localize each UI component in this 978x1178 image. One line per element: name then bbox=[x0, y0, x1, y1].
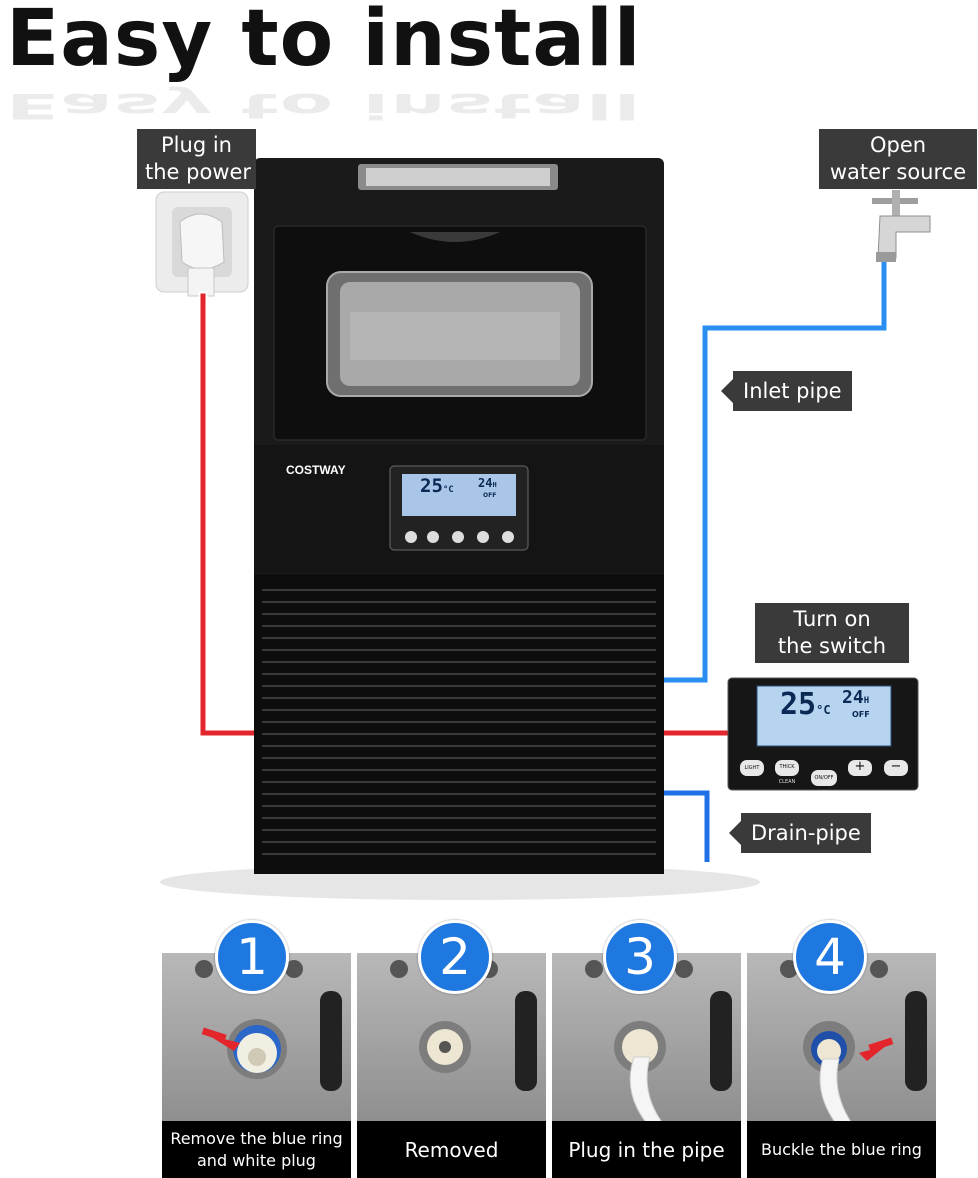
page-title: Easy to install bbox=[6, 0, 642, 84]
zoom-timer-unit: H bbox=[863, 696, 870, 706]
callout-water-source-line1: Open bbox=[869, 133, 927, 157]
callout-turn-on-switch-line1: Turn on bbox=[793, 607, 871, 631]
temperature-value: 25 bbox=[420, 475, 443, 497]
water-faucet-icon bbox=[872, 190, 931, 262]
inlet-pipe bbox=[660, 262, 889, 685]
step-4-badge: 4 bbox=[793, 920, 867, 994]
step-2-caption: Removed bbox=[357, 1121, 546, 1178]
zoom-temperature-value: 25 bbox=[780, 687, 817, 722]
callout-plug-power-line1: Plug in bbox=[161, 133, 232, 157]
step-3-badge: 3 bbox=[603, 920, 677, 994]
step-1-caption-line2: and white plug bbox=[197, 1150, 316, 1170]
zoom-button-clean: CLEAN bbox=[778, 779, 796, 785]
zoom-button-plus: + bbox=[854, 759, 866, 774]
step-1-badge: 1 bbox=[215, 920, 289, 994]
step-4-caption: Buckle the blue ring bbox=[747, 1121, 936, 1178]
zoomed-control-panel bbox=[727, 677, 919, 791]
zoom-button-thick: THICK bbox=[779, 764, 795, 770]
step-1-fitting bbox=[195, 960, 342, 1091]
callout-plug-power-line2: the power bbox=[145, 160, 252, 184]
callout-turn-on-switch-line2: the switch bbox=[777, 634, 887, 658]
callout-water-source-line2: water source bbox=[829, 160, 967, 184]
zoom-timer-value: 24 bbox=[842, 687, 864, 708]
display-off: OFF bbox=[483, 492, 497, 499]
zoom-button-onoff: ON/OFF bbox=[814, 775, 834, 781]
zoom-temperature-unit: °C bbox=[816, 703, 831, 717]
zoom-display-off: OFF bbox=[852, 710, 870, 719]
callout-plug-power: Plug in the power bbox=[137, 129, 256, 189]
callout-turn-on-switch: Turn on the switch bbox=[755, 603, 909, 663]
step-2-caption-line1: Removed bbox=[404, 1137, 499, 1162]
machine-control-panel bbox=[389, 465, 529, 551]
step-3-caption: Plug in the pipe bbox=[552, 1121, 741, 1178]
step-2-fitting bbox=[390, 960, 537, 1091]
step-4-caption-line1: Buckle the blue ring bbox=[761, 1139, 922, 1159]
step-4-fitting bbox=[780, 960, 927, 1125]
timer-unit: H bbox=[492, 481, 497, 489]
temperature-unit: °C bbox=[442, 485, 454, 495]
zoom-display-timer: 24H bbox=[842, 687, 869, 708]
zoom-button-light: LIGHT bbox=[744, 765, 760, 771]
display-temperature: 25°C bbox=[420, 475, 454, 497]
step-3-fitting bbox=[585, 960, 732, 1125]
zoom-display-temperature: 25°C bbox=[780, 687, 831, 722]
step-1-caption-line1: Remove the blue ring bbox=[170, 1128, 343, 1148]
timer-value: 24 bbox=[478, 476, 493, 490]
drain-pipe bbox=[660, 788, 712, 862]
power-cable bbox=[198, 291, 735, 738]
callout-drain-pipe: Drain-pipe bbox=[729, 813, 871, 853]
display-timer: 24H bbox=[478, 476, 497, 490]
brand-logo: COSTWAY bbox=[286, 463, 346, 477]
front-grille bbox=[262, 589, 656, 855]
callout-water-source: Open water source bbox=[819, 129, 977, 189]
zoom-button-minus: − bbox=[890, 759, 902, 774]
step-2-badge: 2 bbox=[418, 920, 492, 994]
callout-inlet-pipe: Inlet pipe bbox=[721, 371, 852, 411]
step-3-caption-line1: Plug in the pipe bbox=[568, 1137, 725, 1162]
wall-socket-icon bbox=[155, 191, 249, 297]
